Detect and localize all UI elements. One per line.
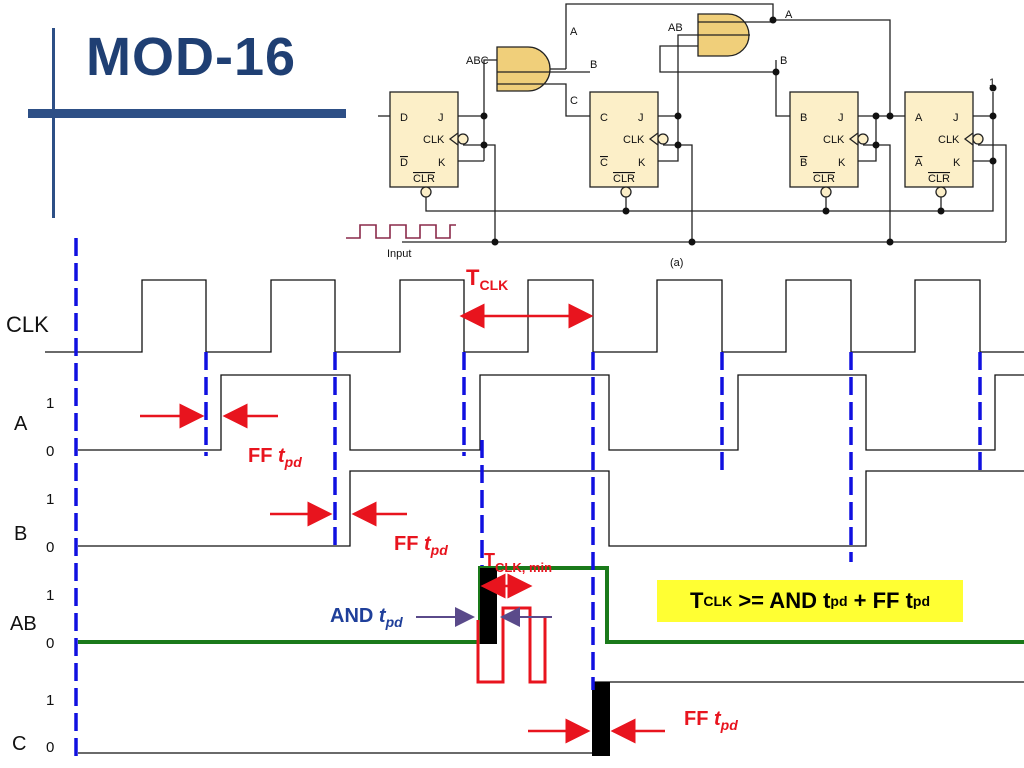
tclk-label: TCLK [466, 265, 508, 293]
slide-title: MOD-16 [86, 27, 297, 87]
formula-mid-sub: pd [830, 593, 848, 609]
and-gate-abc [496, 46, 551, 92]
ff-c-k: K [638, 157, 646, 169]
clr-bubble-d [420, 186, 432, 198]
ff-c-j: J [638, 112, 644, 124]
timing-arrows [140, 303, 665, 744]
a-waveform [78, 374, 1024, 451]
c-waveform [78, 681, 1024, 754]
ff-d-qbar: D [400, 157, 408, 169]
ff-d-j-label: D [400, 112, 408, 124]
ff-a-j: J [953, 112, 959, 124]
input-pulse-icon [346, 224, 456, 239]
ff-b-j: J [838, 112, 844, 124]
ab-waveform [78, 566, 1024, 644]
title-accent-horizontal [28, 109, 346, 118]
formula-mid: >= AND t [732, 588, 831, 613]
signal-b-name: B [14, 523, 27, 545]
formula-plus: + FF t [847, 588, 913, 613]
wire-b2-label: B [780, 55, 787, 67]
ff-b-q: B [800, 112, 807, 124]
timing-annotations: TCLK FF tpd FF tpd FF tpd TCLK, min [248, 265, 738, 733]
formula-t-sub: CLK [703, 593, 733, 609]
ff-c-qbar: C [600, 157, 608, 169]
clock-edge-markers [74, 238, 982, 760]
wire-one-label: 1 [989, 77, 995, 89]
c-transition-block [592, 682, 610, 756]
ff-d-clk: CLK [423, 134, 445, 146]
ab-glitch-block [480, 568, 497, 644]
wire-a2-label: A [785, 9, 793, 21]
signal-a-high: 1 [46, 395, 54, 412]
ff-b-clr: CLR [813, 173, 835, 185]
formula-t: T [689, 588, 704, 613]
signal-ab-name: AB [10, 613, 37, 635]
clr-bubble-a [935, 186, 947, 198]
signal-labels: CLK A 1 0 B 1 0 AB 1 0 C 1 0 [6, 312, 54, 756]
ff-d-clr: CLR [413, 173, 435, 185]
ff-a-q: A [915, 112, 923, 124]
signal-a-name: A [14, 413, 28, 435]
ff-tpd-label-3: FF tpd [684, 708, 738, 733]
signal-clk-name: CLK [6, 312, 49, 337]
tclk-min-label: TCLK, min [484, 550, 552, 575]
ff-b-k: K [838, 157, 846, 169]
and-tpd-label: AND tpd [330, 605, 403, 630]
counter-circuit [346, 3, 1007, 246]
signal-c-name: C [12, 733, 26, 755]
title-accent-vertical [52, 28, 55, 218]
wire-b1-label: B [590, 59, 597, 71]
flipflop-c [589, 91, 659, 188]
signal-b-high: 1 [46, 491, 54, 508]
signal-a-low: 0 [46, 443, 54, 460]
b-waveform [78, 470, 1024, 547]
signal-b-low: 0 [46, 539, 54, 556]
formula-plus-sub: pd [912, 593, 931, 609]
clr-bubble-b [820, 186, 832, 198]
signal-ab-low: 0 [46, 635, 54, 652]
ff-b-qbar: B [800, 157, 807, 169]
ff-c-q: C [600, 112, 608, 124]
signal-c-low: 0 [46, 739, 54, 756]
ff-c-clr: CLR [613, 173, 635, 185]
wire-a1-label: A [570, 26, 578, 38]
ff-a-qbar: A [915, 157, 923, 169]
ff-tpd-label-2: FF tpd [394, 533, 448, 558]
ff-a-clk: CLK [938, 134, 960, 146]
ff-a-k: K [953, 157, 961, 169]
flipflop-d [389, 91, 459, 188]
input-label: Input [387, 248, 411, 260]
wire-c-label: C [570, 95, 578, 107]
gate-ab-label: AB [668, 22, 683, 34]
signal-c-high: 1 [46, 692, 54, 709]
ff-d-j: J [438, 112, 444, 124]
ff-c-clk: CLK [623, 134, 645, 146]
signal-ab-high: 1 [46, 587, 54, 604]
circuit-labels: D J CLK D K CLR C J CLK C K CLR B J CLK … [387, 9, 995, 269]
gate-abc-label: ABC [466, 55, 489, 67]
circuit-caption: (a) [670, 257, 683, 269]
ff-b-clk: CLK [823, 134, 845, 146]
ff-a-clr: CLR [928, 173, 950, 185]
clk-waveform [45, 279, 1024, 353]
ff-d-k: K [438, 157, 446, 169]
clr-bubble-c [620, 186, 632, 198]
ff-tpd-label-1: FF tpd [248, 445, 302, 470]
